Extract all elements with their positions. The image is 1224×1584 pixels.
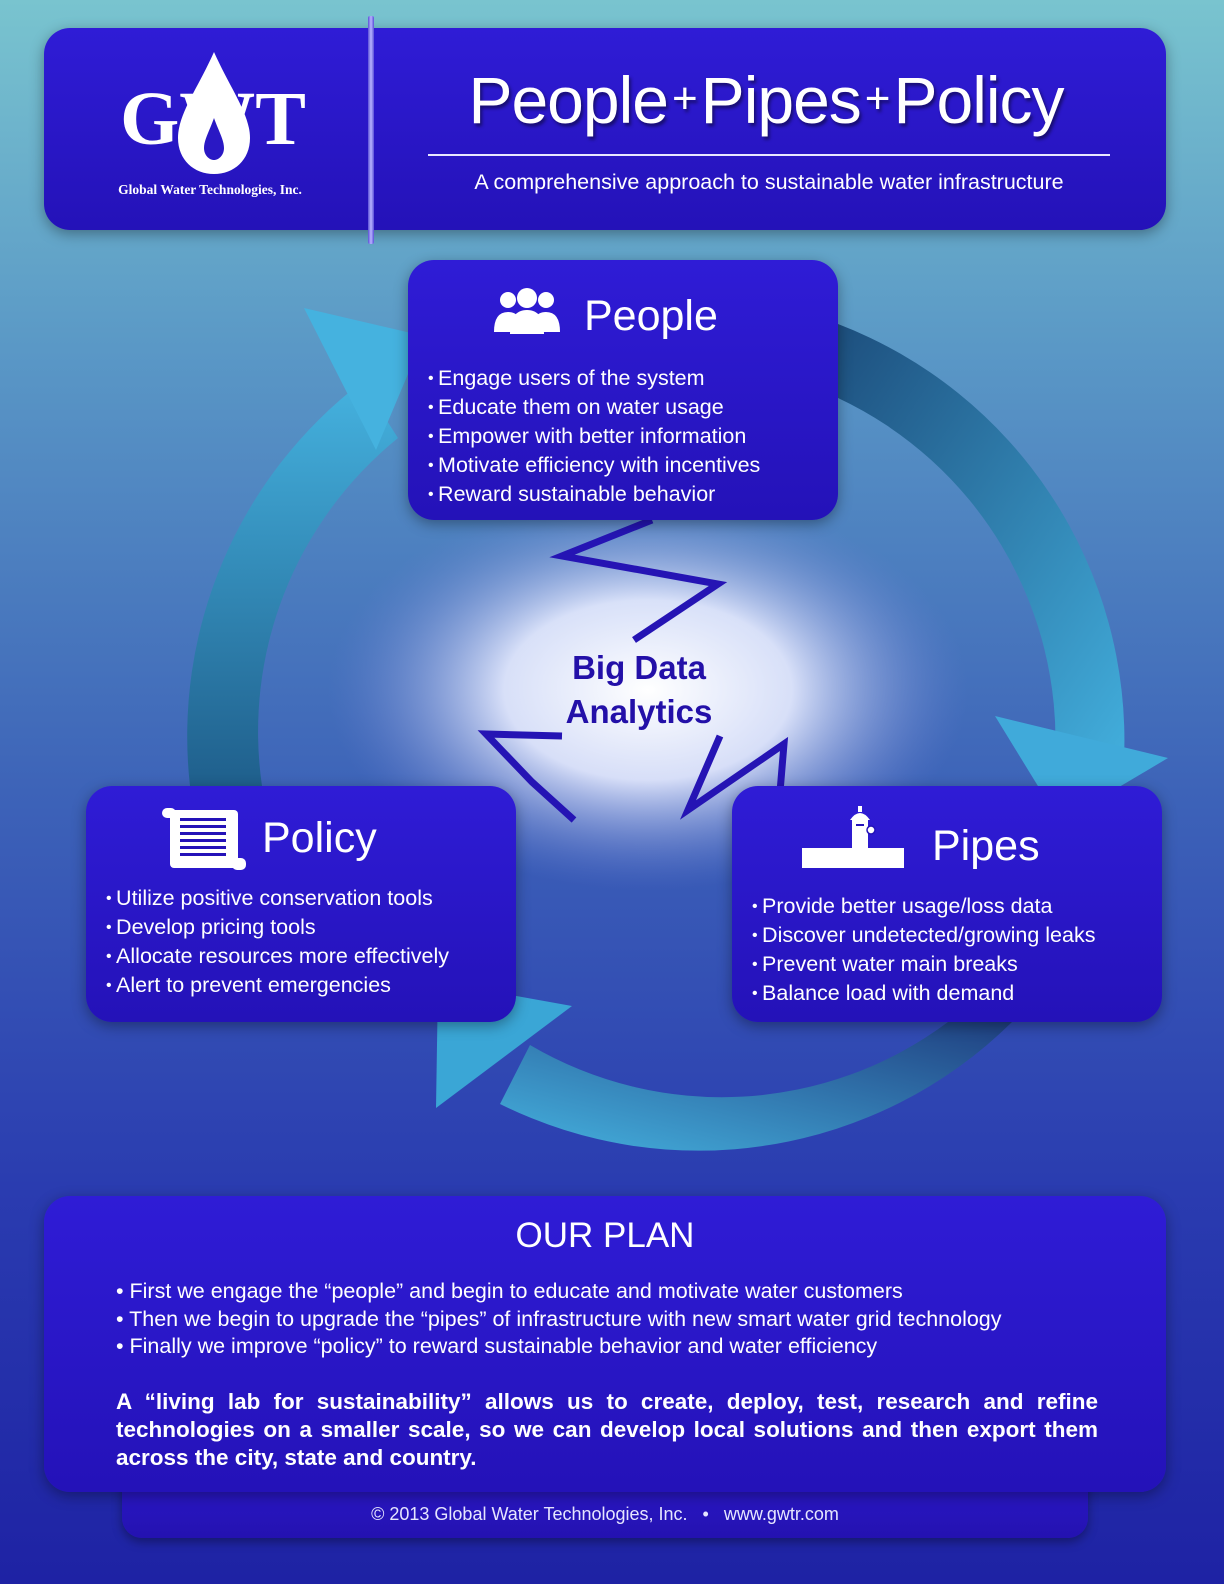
plan-list: • First we engage the “people” and begin… — [116, 1278, 1002, 1361]
title-plus-2: + — [864, 74, 891, 123]
pipes-list: Provide better usage/loss data Discover … — [752, 892, 1095, 1008]
arrow-policy-to-people — [187, 382, 398, 786]
people-box: People Engage users of the system Educat… — [408, 260, 838, 520]
page-subtitle: A comprehensive approach to sustainable … — [474, 170, 1064, 194]
zigzag-people — [549, 516, 728, 643]
title-people: People — [468, 63, 669, 137]
pipes-box: Pipes Provide better usage/loss data Dis… — [732, 786, 1162, 1022]
list-item: Allocate resources more effectively — [106, 942, 449, 971]
list-item: Provide better usage/loss data — [752, 892, 1095, 921]
title-underline — [428, 154, 1110, 156]
plan-title: OUR PLAN — [515, 1216, 695, 1255]
people-list: Engage users of the system Educate them … — [428, 364, 760, 509]
people-title: People — [584, 292, 718, 340]
gwt-logo: GWT — [120, 52, 306, 174]
header-divider — [368, 16, 374, 244]
list-item: Engage users of the system — [428, 364, 760, 393]
list-item: Balance load with demand — [752, 979, 1095, 1008]
list-item: Develop pricing tools — [106, 913, 449, 942]
pipe-hydrant-icon — [802, 806, 904, 868]
list-item: Motivate efficiency with incentives — [428, 451, 760, 480]
title-policy: Policy — [893, 63, 1064, 137]
people-group-icon — [494, 288, 560, 334]
list-item: • Finally we improve “policy” to reward … — [116, 1334, 878, 1358]
water-drop-inner-icon — [204, 118, 224, 160]
document-scroll-icon — [162, 808, 246, 870]
policy-title: Policy — [262, 814, 377, 862]
list-item: • Then we begin to upgrade the “pipes” o… — [116, 1306, 1002, 1331]
list-item: Educate them on water usage — [428, 393, 760, 422]
list-item: Utilize positive conservation tools — [106, 884, 449, 913]
policy-list: Utilize positive conservation tools Deve… — [106, 884, 449, 1000]
logo-company-name: Global Water Technologies, Inc. — [118, 182, 302, 197]
header-banner: GWT Global Water Technologies, Inc. Peop… — [44, 16, 1166, 244]
arrow-people-to-pipes — [838, 324, 1125, 760]
list-item: Reward sustainable behavior — [428, 480, 760, 509]
zigzag-pipes — [679, 734, 789, 820]
pipes-title: Pipes — [932, 822, 1040, 870]
list-item: Empower with better information — [428, 422, 760, 451]
arrowhead-policy-to-people — [304, 308, 424, 450]
title-plus-1: + — [671, 74, 698, 123]
list-item: Alert to prevent emergencies — [106, 971, 449, 1000]
list-item: Discover undetected/growing leaks — [752, 921, 1095, 950]
water-drop-icon — [178, 52, 250, 174]
zigzag-policy — [477, 730, 577, 823]
list-item: • First we engage the “people” and begin… — [116, 1279, 903, 1303]
copyright-text: © 2013 Global Water Technologies, Inc. •… — [371, 1504, 839, 1524]
arrowhead-people-to-pipes — [995, 716, 1168, 822]
plan-statement: A “living lab for sustainability” allows… — [116, 1389, 1098, 1470]
plan-panel: OUR PLAN • First we engage the “people” … — [44, 1196, 1166, 1492]
list-item: Prevent water main breaks — [752, 950, 1095, 979]
title-pipes: Pipes — [700, 63, 862, 137]
center-label-line2: Analytics — [565, 693, 713, 730]
page-title: People+Pipes+Policy — [416, 62, 1116, 138]
arrow-pipes-to-policy — [500, 1022, 1012, 1151]
center-label: Big Data Analytics — [520, 646, 758, 734]
center-label-line1: Big Data — [572, 649, 706, 686]
policy-box: Policy Utilize positive conservation too… — [86, 786, 516, 1022]
